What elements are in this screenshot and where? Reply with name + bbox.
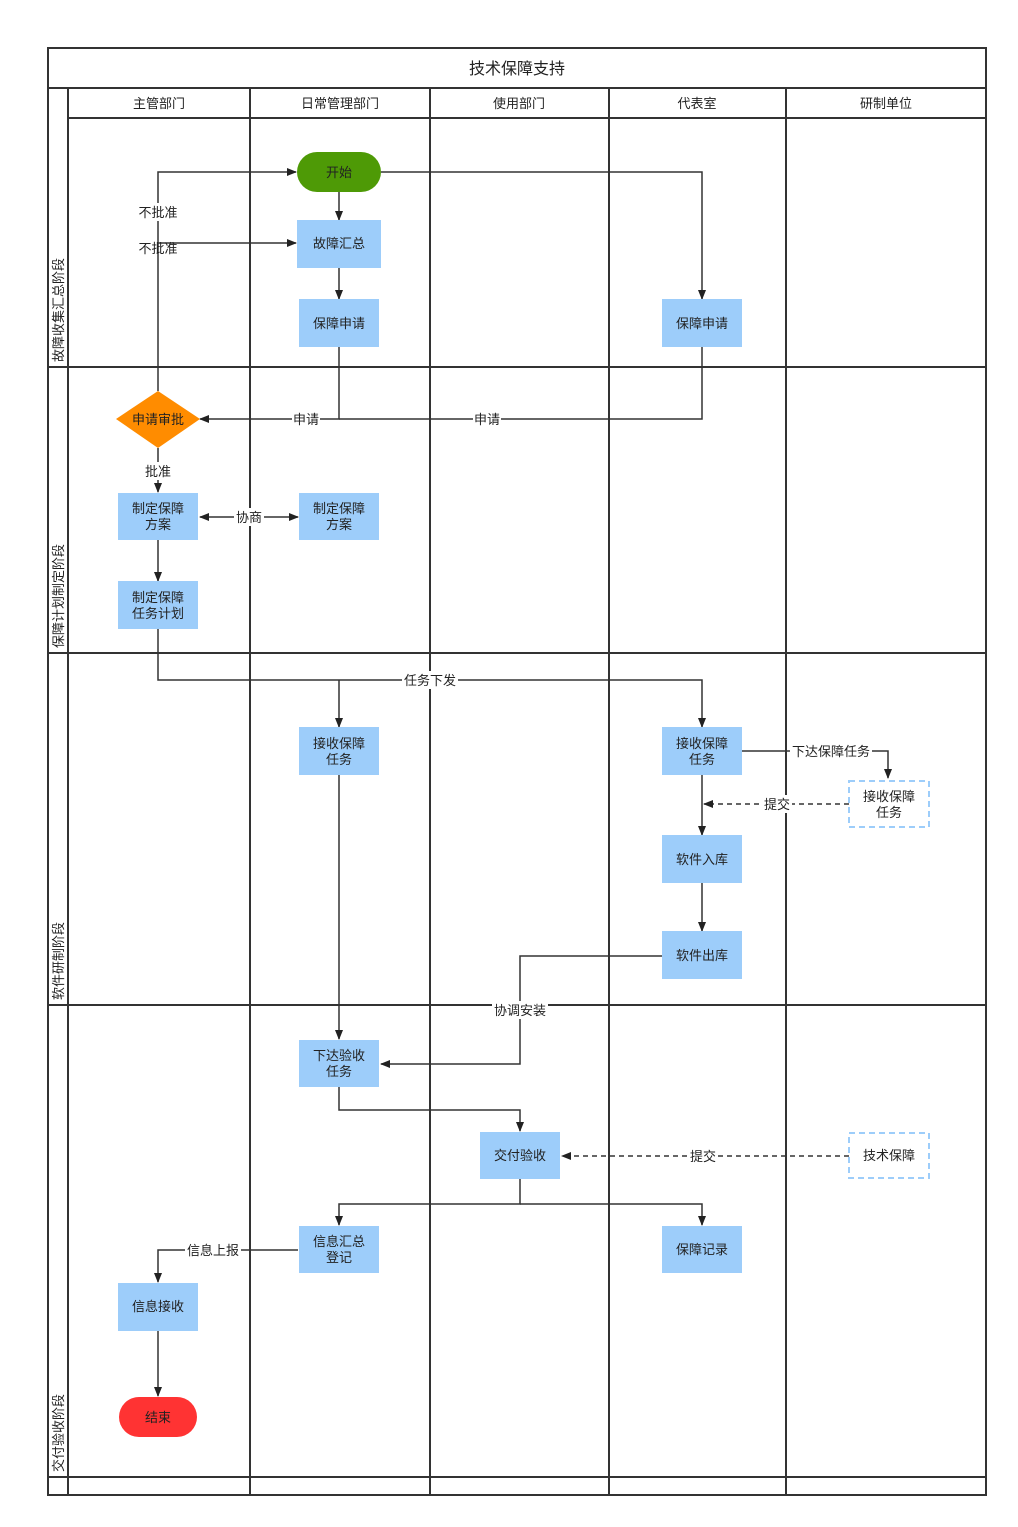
- edge-label-submit-2: 提交: [690, 1149, 716, 1165]
- process-recv-rep-label-1: 接收保障: [676, 736, 728, 752]
- edge-labels: 不批准 不批准 申请 申请 批准 协商 任务下发 下达保障任务 提交 协调安装 …: [136, 203, 872, 1259]
- decision-approve: 申请审批: [116, 391, 200, 448]
- edge-start-rep: [381, 171, 706, 300]
- process-tech-support-label: 技术保障: [863, 1149, 915, 1164]
- process-recv-daily: 接收保障 任务: [299, 727, 379, 775]
- process-record: 保障记录: [662, 1226, 742, 1273]
- process-plan-daily-label-2: 方案: [326, 517, 352, 533]
- process-info-reg-label-2: 登记: [326, 1251, 352, 1266]
- end-node-label: 结束: [145, 1411, 171, 1426]
- process-apply-rep: 保障申请: [662, 299, 742, 347]
- edge-apply-daily: [199, 347, 340, 423]
- phase-label-fault: 故障收集汇总阶段: [51, 258, 67, 362]
- process-plan-daily-label-1: 制定保障: [313, 502, 365, 517]
- process-sw-out-label: 软件出库: [676, 948, 728, 964]
- process-record-label: 保障记录: [676, 1243, 728, 1258]
- process-recv-dev-label-2: 任务: [876, 805, 902, 821]
- edge-report: [154, 1249, 298, 1283]
- edge-label-negotiate: 协商: [236, 511, 262, 526]
- edge-deliver-split: [335, 1179, 521, 1226]
- process-tech-support: 技术保障: [848, 1132, 930, 1179]
- process-apply-daily-label: 保障申请: [313, 317, 365, 332]
- process-recv-dev: 接收保障 任务: [848, 780, 930, 828]
- start-node: 开始: [297, 152, 381, 192]
- phase-label-dev: 软件研制阶段: [52, 922, 67, 1000]
- process-apply-daily: 保障申请: [299, 299, 379, 347]
- edge-label-submit-1: 提交: [764, 797, 790, 813]
- edge-label-reject-1: 不批准: [138, 206, 177, 221]
- process-deliver: 交付验收: [480, 1132, 560, 1179]
- edge-label-apply-2: 申请: [474, 413, 500, 428]
- process-info-recv-label: 信息接收: [132, 1299, 184, 1315]
- process-recv-daily-label-1: 接收保障: [313, 736, 365, 752]
- edge-label-reject-2: 不批准: [138, 242, 177, 257]
- column-header-rep-office: 代表室: [677, 96, 716, 112]
- edge-issue-deliver: [338, 1087, 524, 1132]
- process-deliver-label: 交付验收: [494, 1148, 546, 1164]
- process-apply-rep-label: 保障申请: [676, 317, 728, 332]
- column-header-daily-mgmt: 日常管理部门: [301, 97, 379, 112]
- edge-label-coordinate: 协调安装: [494, 1004, 546, 1019]
- end-node: 结束: [119, 1397, 197, 1437]
- process-fault-summary-label: 故障汇总: [313, 237, 365, 252]
- process-task-plan-label-2: 任务计划: [132, 606, 184, 622]
- process-sw-out: 软件出库: [662, 931, 742, 979]
- process-recv-rep: 接收保障 任务: [662, 727, 742, 775]
- process-sw-in: 软件入库: [662, 835, 742, 883]
- process-issue-accept: 下达验收 任务: [299, 1040, 379, 1087]
- process-plan-daily: 制定保障 方案: [299, 493, 379, 540]
- column-header-main-dept: 主管部门: [133, 97, 185, 112]
- edge-label-apply-1: 申请: [293, 413, 319, 428]
- decision-approve-label: 申请审批: [132, 413, 184, 428]
- column-header-user-dept: 使用部门: [493, 96, 545, 112]
- process-plan-main: 制定保障 方案: [118, 493, 198, 540]
- edge-deliver-record: [520, 1203, 706, 1226]
- process-info-recv: 信息接收: [118, 1283, 198, 1331]
- phase-label-delivery: 交付验收阶段: [51, 1394, 67, 1472]
- edge-apply-rep: [339, 347, 703, 420]
- process-info-reg-label-1: 信息汇总: [313, 1234, 365, 1250]
- edge-label-report: 信息上报: [187, 1243, 239, 1259]
- diagram-title: 技术保障支持: [469, 59, 565, 78]
- process-sw-in-label: 软件入库: [676, 852, 728, 868]
- edge-reject-start: [157, 168, 297, 391]
- column-header-dev-unit: 研制单位: [860, 97, 912, 112]
- start-node-label: 开始: [326, 166, 352, 181]
- process-info-reg: 信息汇总 登记: [299, 1226, 379, 1273]
- process-recv-dev-label-1: 接收保障: [863, 789, 915, 805]
- process-recv-daily-label-2: 任务: [326, 752, 352, 768]
- edge-label-dispatch: 任务下发: [404, 673, 456, 689]
- connectors: [154, 168, 892, 1397]
- lane-grid: [47, 47, 987, 1496]
- process-issue-accept-label-2: 任务: [326, 1064, 352, 1080]
- process-task-plan-label-1: 制定保障: [132, 591, 184, 606]
- process-fault-summary: 故障汇总: [297, 220, 381, 268]
- process-task-plan: 制定保障 任务计划: [118, 581, 198, 629]
- edge-label-issue-task: 下达保障任务: [792, 744, 870, 760]
- edge-label-approve: 批准: [145, 465, 171, 480]
- process-plan-main-label-2: 方案: [145, 517, 171, 533]
- process-issue-accept-label-1: 下达验收: [313, 1048, 365, 1064]
- phase-label-plan: 保障计划制定阶段: [52, 544, 67, 648]
- process-plan-main-label-1: 制定保障: [132, 502, 184, 517]
- process-recv-rep-label-2: 任务: [689, 752, 715, 768]
